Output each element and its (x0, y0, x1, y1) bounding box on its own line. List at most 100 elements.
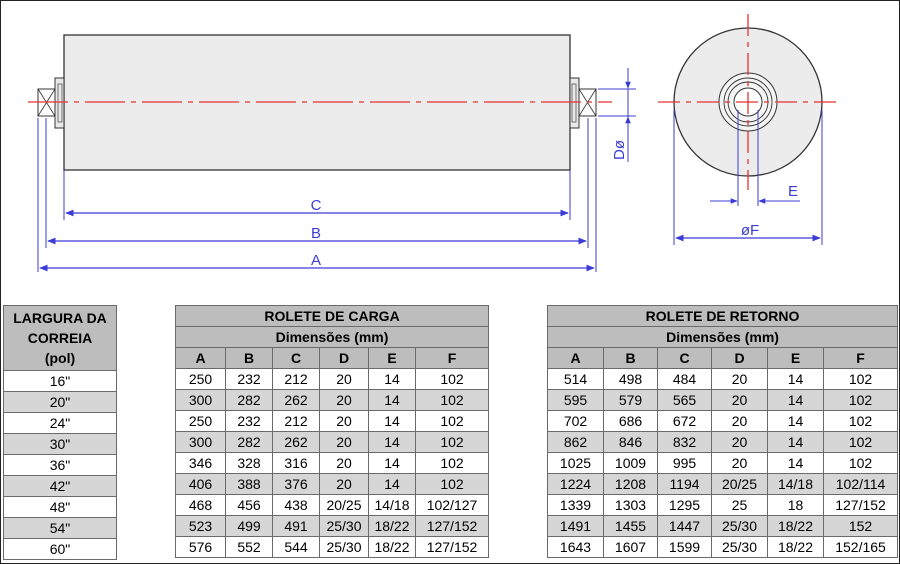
table-cell: 18/22 (767, 515, 824, 537)
table-cell: 14/18 (368, 494, 416, 516)
table-cell: 232 (225, 368, 273, 390)
table-cell: 514 (547, 368, 604, 390)
table-cell: 25/30 (319, 515, 369, 537)
carga-column-header: A (175, 347, 226, 369)
retorno-subtitle: Dimensões (mm) (546, 326, 899, 348)
table-cell: 152 (822, 515, 899, 537)
table-cell: 484 (657, 368, 712, 390)
table-cell: 1607 (603, 536, 658, 558)
table-cell: 127/152 (414, 515, 490, 537)
table-cell: 686 (603, 410, 658, 432)
retorno-title: ROLETE DE RETORNO (546, 305, 899, 327)
table-cell: 25/30 (319, 536, 369, 558)
table-cell: 14 (767, 431, 824, 453)
table-cell: 300 (175, 389, 226, 411)
table-cell: 565 (657, 389, 712, 411)
table-cell: 20 (319, 431, 369, 453)
carga-column-header: D (319, 347, 369, 369)
carga-column-header: B (225, 347, 273, 369)
table-cell: 212 (272, 368, 320, 390)
table-cell: 995 (657, 452, 712, 474)
table-cell: 20 (319, 473, 369, 495)
table-cell: 102 (414, 473, 490, 495)
table-cell: 316 (272, 452, 320, 474)
table-cell: 595 (547, 389, 604, 411)
table-cell: 102 (822, 431, 899, 453)
table-cell: 262 (272, 431, 320, 453)
table-cell: 491 (272, 515, 320, 537)
table-cell: 250 (175, 410, 226, 432)
table-cell: 499 (225, 515, 273, 537)
belt-width-cell: 42" (3, 475, 117, 497)
table-cell: 102 (822, 389, 899, 411)
carga-subtitle: Dimensões (mm) (174, 326, 490, 348)
table-cell: 20/25 (711, 473, 768, 495)
table-cell: 102 (414, 410, 490, 432)
roller-side-view (28, 34, 612, 171)
table-cell: 846 (603, 431, 658, 453)
table-cell: 102 (414, 452, 490, 474)
table-cell: 20/25 (319, 494, 369, 516)
belt-width-cell: 36" (3, 454, 117, 476)
table-cell: 14 (767, 368, 824, 390)
table-cell: 102 (414, 431, 490, 453)
table-cell: 1447 (657, 515, 712, 537)
table-cell: 14 (368, 368, 416, 390)
table-cell: 1491 (547, 515, 604, 537)
table-cell: 127/152 (822, 494, 899, 516)
table-cell: 832 (657, 431, 712, 453)
carga-title: ROLETE DE CARGA (174, 305, 490, 327)
belt-width-cell: 48" (3, 496, 117, 518)
table-cell: 438 (272, 494, 320, 516)
table-cell: 20 (711, 431, 768, 453)
retorno-column-header: C (657, 347, 712, 369)
table-cell: 25/30 (711, 536, 768, 558)
table-cell: 20 (711, 389, 768, 411)
table-cell: 576 (175, 536, 226, 558)
table-cell: 20 (319, 452, 369, 474)
table-cell: 579 (603, 389, 658, 411)
belt-width-cell: 30" (3, 433, 117, 455)
table-cell: 102 (822, 368, 899, 390)
table-cell: 25/30 (711, 515, 768, 537)
table-cell: 1455 (603, 515, 658, 537)
table-cell: 14 (368, 473, 416, 495)
table-cell: 20 (319, 389, 369, 411)
roller-end-view (658, 14, 838, 190)
table-cell: 102 (414, 368, 490, 390)
table-cell: 346 (175, 452, 226, 474)
belt-width-cell: 60" (3, 538, 117, 560)
table-cell: 20 (711, 410, 768, 432)
extension-lines (37, 118, 597, 272)
table-cell: 14 (368, 389, 416, 411)
table-cell: 282 (225, 389, 273, 411)
table-cell: 102 (822, 410, 899, 432)
table-cell: 544 (272, 536, 320, 558)
table-cell: 376 (272, 473, 320, 495)
table-cell: 862 (547, 431, 604, 453)
table-cell: 702 (547, 410, 604, 432)
belt-header-line: LARGURA DA (13, 310, 107, 326)
retorno-column-header: B (603, 347, 658, 369)
table-cell: 1194 (657, 473, 712, 495)
table-cell: 127/152 (414, 536, 490, 558)
table-cell: 1643 (547, 536, 604, 558)
belt-width-cell: 54" (3, 517, 117, 539)
table-cell: 1295 (657, 494, 712, 516)
table-cell: 300 (175, 431, 226, 453)
table-cell: 14/18 (767, 473, 824, 495)
table-cell: 498 (603, 368, 658, 390)
dimension-d-label: Dø (611, 140, 628, 160)
